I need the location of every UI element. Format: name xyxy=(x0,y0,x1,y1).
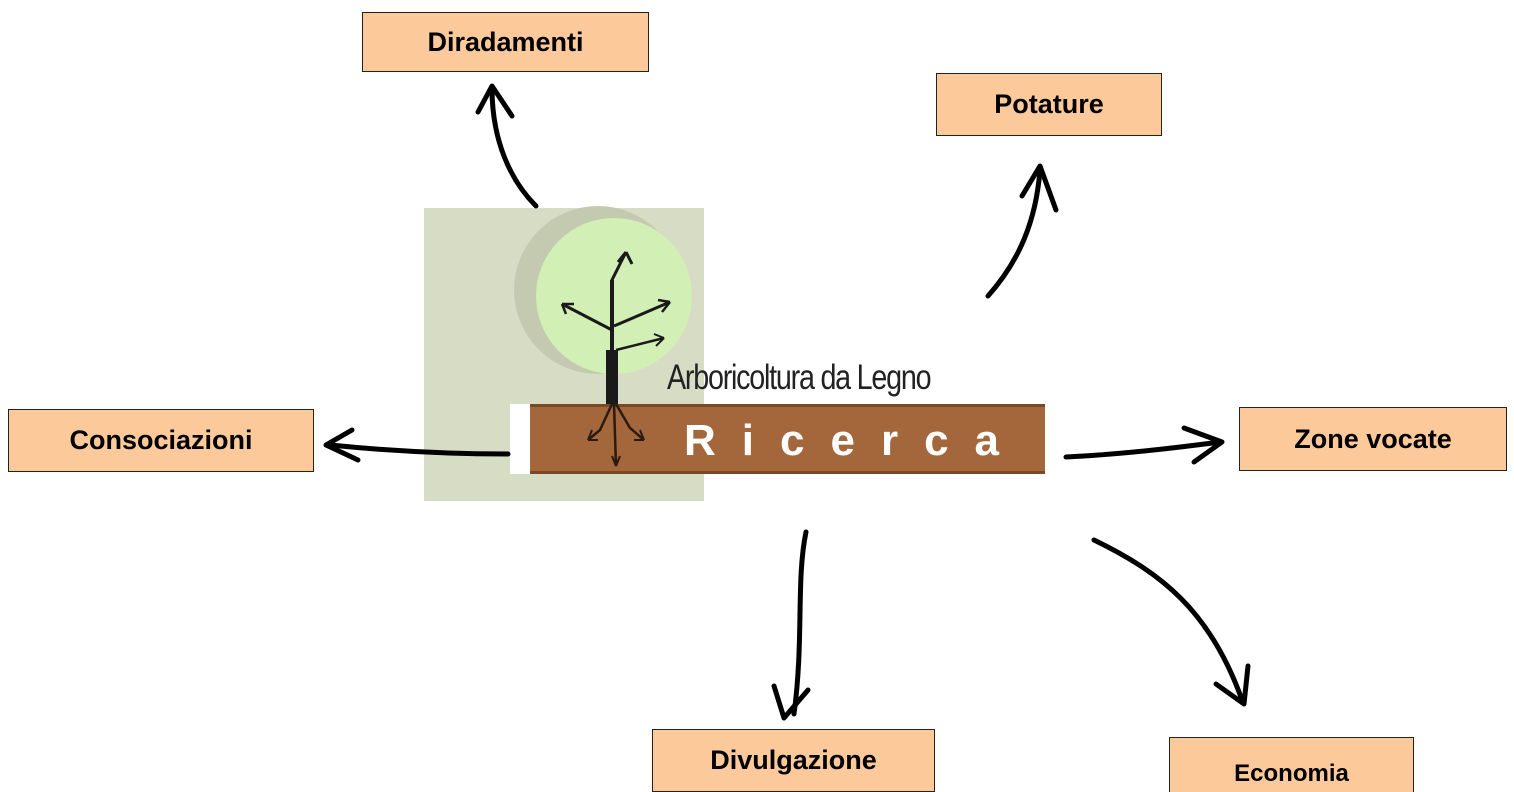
arrowhead-diradamenti xyxy=(475,83,515,119)
arrowhead-consociazioni xyxy=(323,427,361,463)
arrow-to-zone-vocate xyxy=(1063,439,1223,460)
arrow-to-potature xyxy=(985,167,1043,299)
node-diradamenti: Diradamenti xyxy=(362,12,649,72)
node-consociazioni: Consociazioni xyxy=(8,409,314,472)
arrow-to-diradamenti xyxy=(489,85,539,209)
arrowhead-potature xyxy=(1019,163,1059,213)
arrowhead-divulgazione xyxy=(771,683,811,721)
arrow-to-consociazioni xyxy=(327,442,511,457)
arrow-to-divulgazione xyxy=(791,529,809,717)
node-divulgazione: Divulgazione xyxy=(652,729,935,792)
arrow-to-economia xyxy=(1091,537,1245,703)
node-zone-vocate: Zone vocate xyxy=(1239,407,1507,471)
node-economia: Economia xyxy=(1169,737,1414,792)
node-potature: Potature xyxy=(936,73,1162,136)
arrowhead-economia xyxy=(1213,663,1251,707)
arrowhead-zone-vocate xyxy=(1181,425,1225,465)
